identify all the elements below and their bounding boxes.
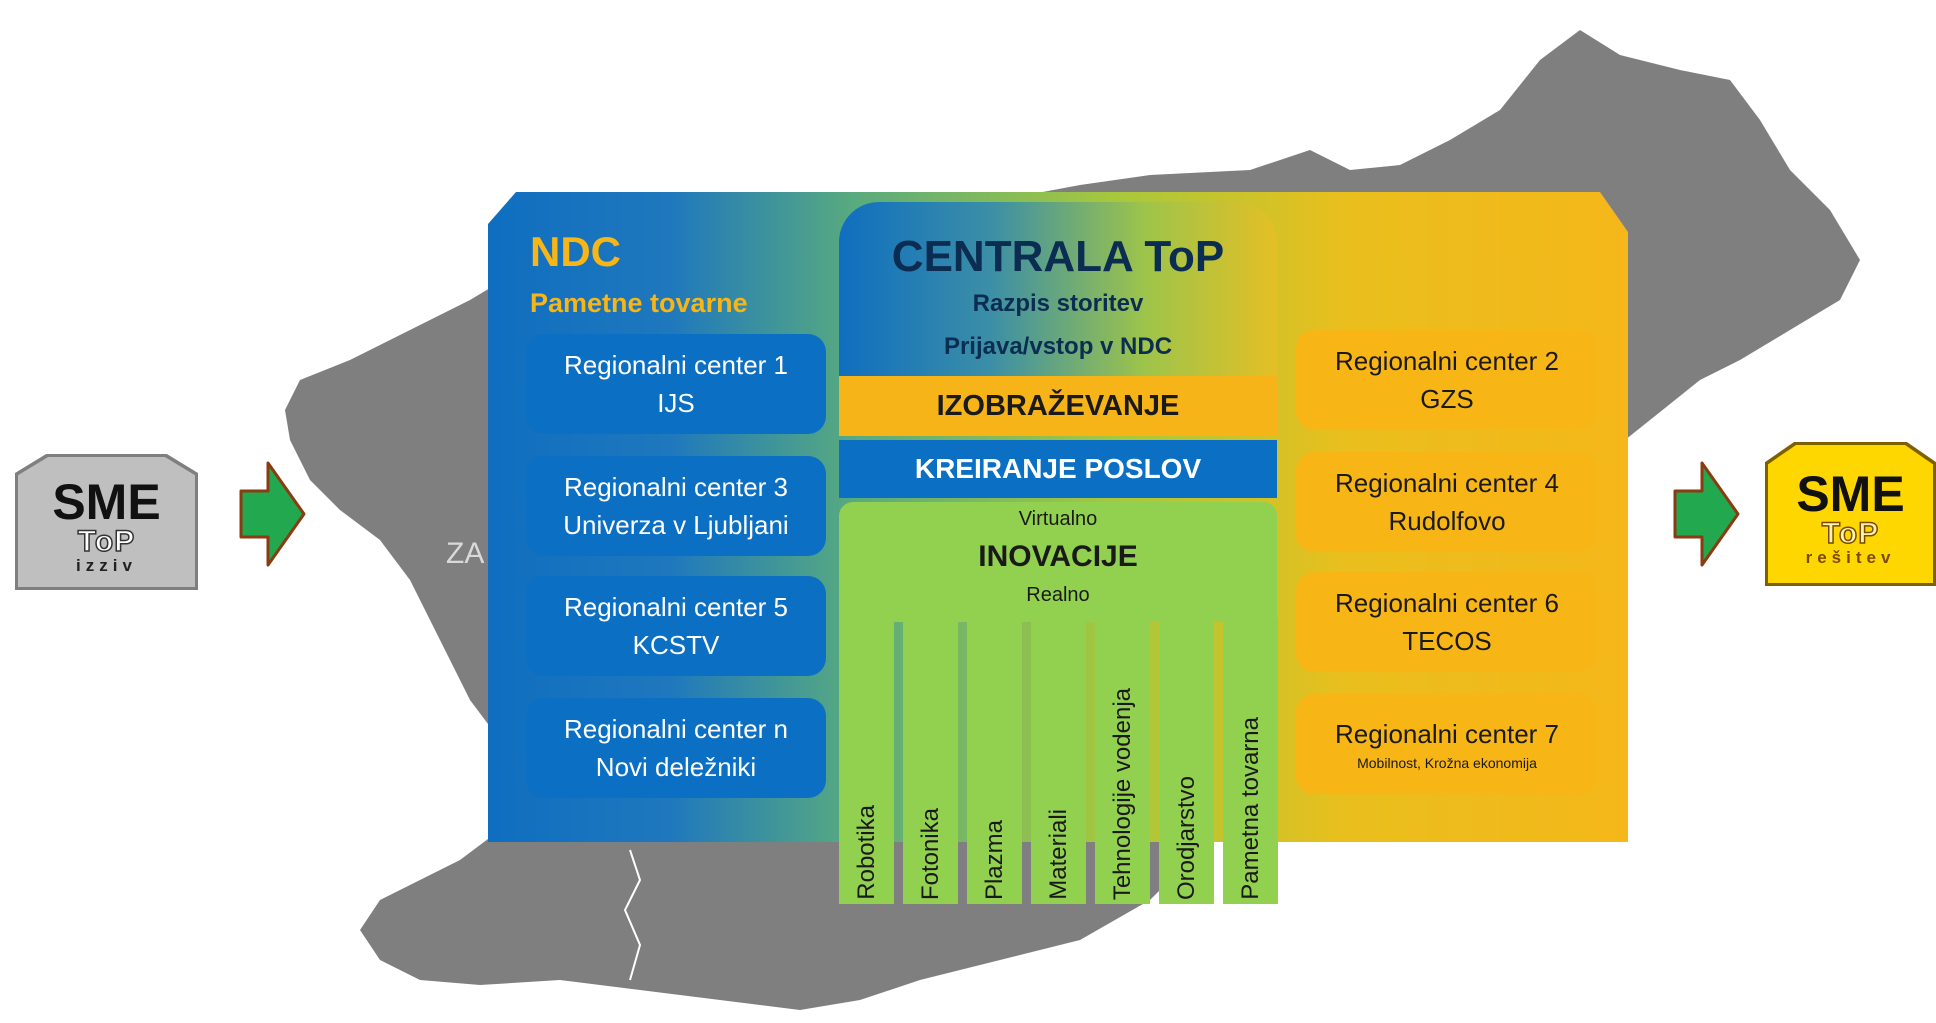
centrala-line-1: Razpis storitev xyxy=(972,290,1144,317)
regional-center-name: Regionalni center 4 xyxy=(1334,468,1560,498)
pillar-label: Fotonika xyxy=(916,807,944,900)
regional-center-6: Regionalni center 6 TECOS xyxy=(1296,572,1598,672)
top-logo: ToP xyxy=(77,525,136,558)
centrala-title: CENTRALA ToP xyxy=(891,232,1225,281)
regional-center-name: Regionalni center 5 xyxy=(563,592,789,622)
regional-center-3: Regionalni center 3 Univerza v Ljubljani xyxy=(526,456,826,556)
pillar-materiali: Materiali xyxy=(1031,618,1086,904)
sme-subtitle: izziv xyxy=(76,556,137,575)
regional-center-org: GZS xyxy=(1420,384,1474,414)
regional-center-org: Novi deležniki xyxy=(595,752,757,782)
pillar-label: Materiali xyxy=(1044,809,1072,900)
regional-center-1: Regionalni center 1 IJS xyxy=(526,334,826,434)
inovacije-virtualno: Virtualno xyxy=(1018,508,1098,530)
regional-center-7: Regionalni center 7 Mobilnost, Krožna ek… xyxy=(1296,694,1598,794)
sme-subtitle: rešitev xyxy=(1805,548,1896,567)
regional-center-name: Regionalni center 6 xyxy=(1334,588,1560,618)
inovacije-realno: Realno xyxy=(1026,584,1090,606)
pillar-plazma: Plazma xyxy=(967,618,1022,904)
sme-title: SME xyxy=(52,474,161,530)
centrala-panel xyxy=(839,202,1277,382)
sme-title: SME xyxy=(1796,466,1905,522)
pillar-label: Pametna tovarna xyxy=(1236,717,1264,900)
pillar-fotonika: Fotonika xyxy=(903,618,958,904)
top-logo: ToP xyxy=(1821,517,1880,550)
centrala-line-2: Prijava/vstop v NDC xyxy=(943,333,1173,360)
inovacije-panel xyxy=(839,502,1277,622)
inovacije-title: INOVACIJE xyxy=(978,540,1138,573)
pillar-label: Robotika xyxy=(852,805,880,900)
regional-center-n: Regionalni center n Novi deležniki xyxy=(526,698,826,798)
regional-center-name: Regionalni center 2 xyxy=(1334,346,1560,376)
map-label: ZA xyxy=(446,537,485,570)
sme-resitev-badge: SME ToP rešitev xyxy=(1765,442,1936,586)
regional-center-name: Regionalni center 7 xyxy=(1334,719,1560,749)
regional-center-name: Regionalni center 3 xyxy=(563,472,789,502)
sme-izziv-badge: SME ToP izziv xyxy=(15,454,198,590)
ndc-subtitle: Pametne tovarne xyxy=(530,288,748,318)
pillar-orodjarstvo: Orodjarstvo xyxy=(1159,618,1214,904)
pillar-label: Orodjarstvo xyxy=(1172,775,1200,900)
regional-center-2: Regionalni center 2 GZS xyxy=(1296,330,1598,430)
regional-center-org: IJS xyxy=(657,388,695,418)
ndc-title: NDC xyxy=(530,228,621,275)
pillar-pametna-tovarna: Pametna tovarna xyxy=(1223,618,1278,904)
arrow-right-icon xyxy=(239,461,306,567)
pillar-label: Tehnologije vodenja xyxy=(1108,687,1136,900)
regional-center-name: Regionalni center n xyxy=(563,714,789,744)
regional-center-org: Rudolfovo xyxy=(1388,506,1506,536)
regional-center-org: TECOS xyxy=(1402,626,1492,656)
izobrazevanje-band: IZOBRAŽEVANJE xyxy=(839,376,1277,436)
regional-center-5: Regionalni center 5 KCSTV xyxy=(526,576,826,676)
regional-center-4: Regionalni center 4 Rudolfovo xyxy=(1296,452,1598,552)
arrow-right-icon xyxy=(1673,461,1740,567)
regional-center-org: Mobilnost, Krožna ekonomija xyxy=(1357,755,1537,771)
regional-center-org: KCSTV xyxy=(632,630,720,660)
pillar-label: Plazma xyxy=(980,819,1008,900)
pillar-robotika: Robotika xyxy=(839,618,894,904)
regional-center-name: Regionalni center 1 xyxy=(563,350,789,380)
pillar-tehnologije-vodenja: Tehnologije vodenja xyxy=(1095,618,1150,904)
kreiranje-poslov-band: KREIRANJE POSLOV xyxy=(839,440,1277,498)
map-border-line xyxy=(623,849,642,981)
regional-center-org: Univerza v Ljubljani xyxy=(563,510,789,540)
